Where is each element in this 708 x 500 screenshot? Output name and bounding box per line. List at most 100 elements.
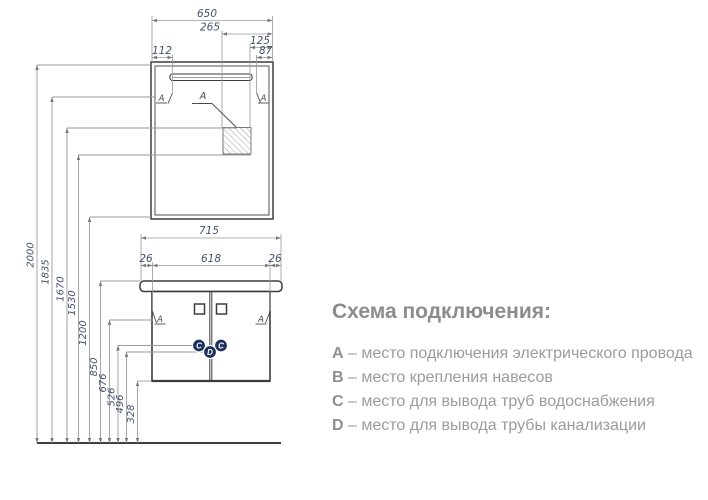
dimension-label: 26 [139, 253, 153, 265]
legend-item-text: место для вывода труб водоснабжения [361, 393, 655, 410]
dimension-arrow [35, 65, 39, 70]
dimension-arrow [152, 263, 158, 268]
height-dimension-label: 850 [89, 357, 100, 376]
legend-title: Схема подключения: [332, 300, 552, 323]
mark-letter: A [257, 315, 264, 325]
port-circle [213, 338, 229, 353]
electrical-zone-hatch [222, 127, 252, 155]
mirror-cabinet-inner-frame [154, 65, 270, 216]
port-letter: D [207, 348, 213, 357]
dimension-arrow [276, 263, 281, 268]
callout-letter: A [199, 91, 207, 102]
callout-leader [211, 103, 237, 128]
dimension-arrow [267, 55, 273, 60]
dimension-label: 26 [268, 253, 282, 265]
height-dimension-label: 2000 [26, 242, 37, 267]
legend-item-dash: – [343, 393, 362, 410]
port-letter: C [218, 341, 224, 350]
mark-letter: A [260, 94, 267, 104]
legend-item-text: место для вывода трубы канализации [361, 417, 646, 434]
mirror-cabinet-outline [150, 61, 274, 220]
height-dimension-label: 526 [107, 387, 118, 406]
legend-item: B – место крепления навесов [332, 366, 706, 390]
legend-item-text: место подключения электрического провода [361, 345, 693, 362]
dimension-arrow [107, 320, 112, 325]
legend-item-dash: – [343, 369, 362, 386]
dimension-arrow [256, 55, 262, 60]
legend-item: A – место подключения электрического про… [332, 342, 706, 366]
door-handle [193, 303, 206, 315]
dimension-arrow [124, 438, 129, 443]
dimension-arrow [65, 128, 69, 133]
dimension-label: 125 [250, 35, 270, 47]
dimension-arrow [65, 438, 69, 443]
dimension-arrow [50, 97, 54, 102]
dimension-label: 112 [152, 45, 172, 57]
legend-item-letter: A [332, 345, 344, 362]
mark-letter: A [158, 94, 165, 104]
dimension-arrow [116, 345, 120, 351]
legend-item-letter: D [332, 417, 344, 434]
dimension-arrow [147, 263, 153, 268]
dimension-arrow [98, 281, 103, 286]
dimension-arrow [116, 438, 120, 443]
dimension-arrow [98, 438, 103, 443]
legend-item-text: место крепления навесов [361, 369, 553, 386]
dimension-arrow [76, 438, 81, 443]
dimension-arrow [35, 438, 39, 443]
dimension-arrow [141, 236, 146, 240]
height-dimension-label: 676 [98, 373, 109, 392]
vanity-countertop [139, 280, 283, 293]
port-circle [202, 344, 218, 360]
height-dimension-label: 1200 [78, 320, 89, 345]
mark-leader-slash [152, 311, 157, 324]
dimension-arrow [135, 381, 140, 386]
port-letter: C [196, 341, 202, 350]
dimension-arrow [267, 45, 273, 50]
dimension-arrow [152, 55, 157, 60]
height-dimension-label: 1835 [41, 259, 52, 284]
height-dimension-label: 328 [126, 404, 137, 423]
dimension-arrow [276, 236, 281, 240]
dimension-arrow [87, 438, 92, 443]
legend-item-dash: – [343, 345, 362, 362]
door-handle [215, 303, 228, 315]
height-dimension-label: 1530 [67, 290, 78, 315]
dimension-arrow [107, 438, 112, 443]
dimension-arrow [124, 352, 129, 357]
mark-leader-slash [167, 92, 173, 104]
dimension-arrow [267, 32, 273, 36]
dimension-arrow [50, 438, 54, 443]
mark-letter: A [156, 315, 163, 325]
dimension-arrow [250, 45, 255, 50]
dimension-label: 715 [199, 225, 219, 237]
mark-leader-slash [256, 92, 261, 104]
dimension-label: 87 [259, 45, 273, 57]
legend-item-dash: – [343, 417, 362, 434]
legend-item: C – место для вывода труб водоснабжения [332, 390, 706, 414]
dimension-label: 618 [201, 253, 221, 265]
dimension-arrow [141, 263, 146, 268]
vanity-box [151, 290, 271, 382]
legend: Схема подключения: A – место подключения… [332, 300, 706, 438]
dimension-arrow [135, 438, 140, 443]
legend-items: A – место подключения электрического про… [332, 342, 706, 438]
legend-item: D – место для вывода трубы канализации [332, 414, 706, 438]
dimension-arrow [167, 55, 173, 60]
legend-item-letter: C [332, 393, 344, 410]
dimension-arrow [265, 263, 270, 268]
dimension-label: 650 [197, 8, 217, 20]
port-circle [191, 338, 207, 353]
dimension-arrow [222, 32, 227, 36]
dimension-arrow [152, 18, 157, 23]
dimension-arrow [76, 155, 81, 160]
height-dimension-label: 1670 [56, 276, 67, 301]
dimension-arrow [270, 263, 275, 268]
height-dimension-label: 496 [115, 394, 126, 413]
dimension-arrow [87, 217, 92, 222]
mark-leader-slash [265, 311, 271, 324]
dimension-arrow [267, 18, 273, 23]
dimension-label: 265 [200, 22, 220, 34]
